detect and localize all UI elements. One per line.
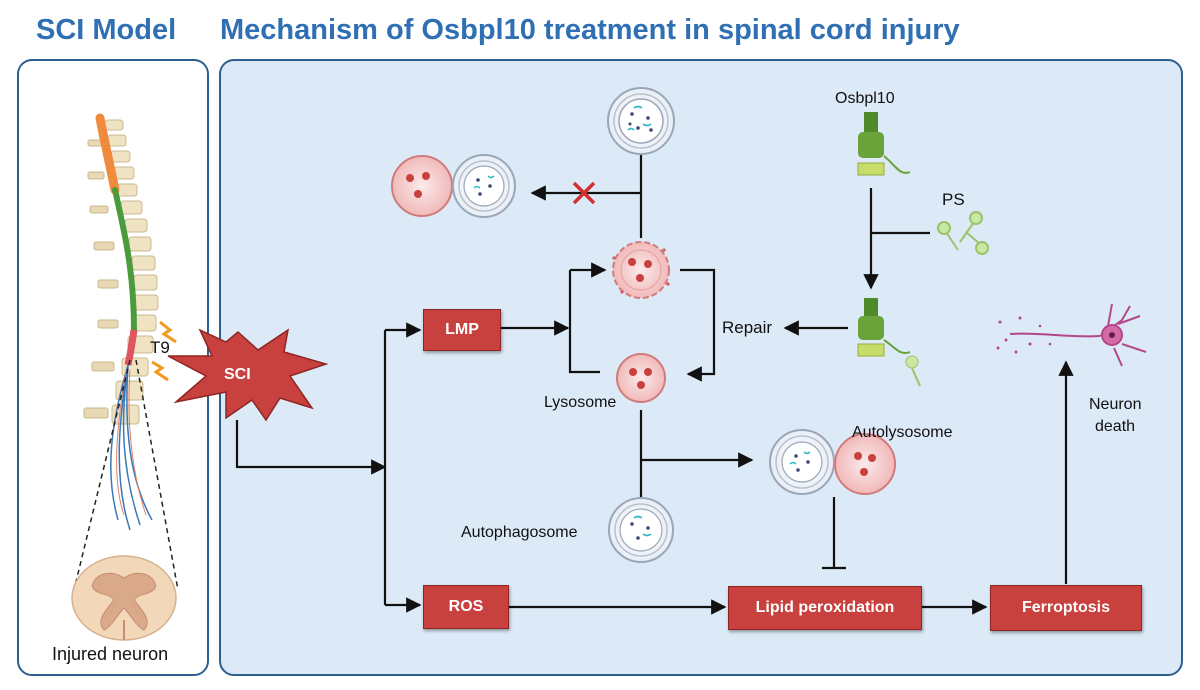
lmp-box: LMP	[423, 309, 501, 351]
lysosome-label: Lysosome	[544, 394, 617, 411]
blocked-x-icon	[572, 181, 596, 205]
mechanism-title: Mechanism of Osbpl10 treatment in spinal…	[220, 14, 960, 46]
autolysosome-label: Autolysosome	[852, 424, 953, 441]
neuron-death-label-line1: Neuron	[1089, 396, 1142, 413]
spine-illustration	[71, 113, 179, 641]
osbpl10-membrane-icon	[857, 298, 921, 387]
autophagosome-icon-top	[607, 87, 675, 155]
fusion-icon-blocked	[391, 154, 516, 218]
connectors	[235, 155, 1074, 615]
lysosome-icon	[616, 353, 666, 403]
injured-neuron-caption: Injured neuron	[52, 644, 169, 664]
autophagosome-label: Autophagosome	[461, 524, 578, 541]
neuron-icon	[996, 303, 1147, 367]
osbpl10-label: Osbpl10	[835, 90, 895, 107]
ps-lipid-icon	[937, 211, 989, 255]
lipid-peroxidation-box: Lipid peroxidation	[728, 586, 922, 630]
right-panel	[219, 59, 1183, 676]
osbpl10-protein-icon	[857, 112, 911, 176]
ferroptosis-box: Ferroptosis	[990, 585, 1142, 631]
sci-label: SCI	[224, 366, 251, 383]
neuron-death-label-line2: death	[1095, 418, 1136, 435]
autophagosome-icon	[608, 497, 674, 563]
repair-label: Repair	[722, 318, 773, 337]
ros-box: ROS	[423, 585, 509, 629]
sci-starburst	[167, 328, 329, 422]
autolysosome-icon	[769, 429, 896, 495]
ps-label: PS	[942, 190, 965, 209]
sci-model-title: SCI Model	[36, 14, 177, 46]
damaged-lysosome-icon	[612, 241, 670, 299]
t9-label: T9	[150, 338, 170, 357]
